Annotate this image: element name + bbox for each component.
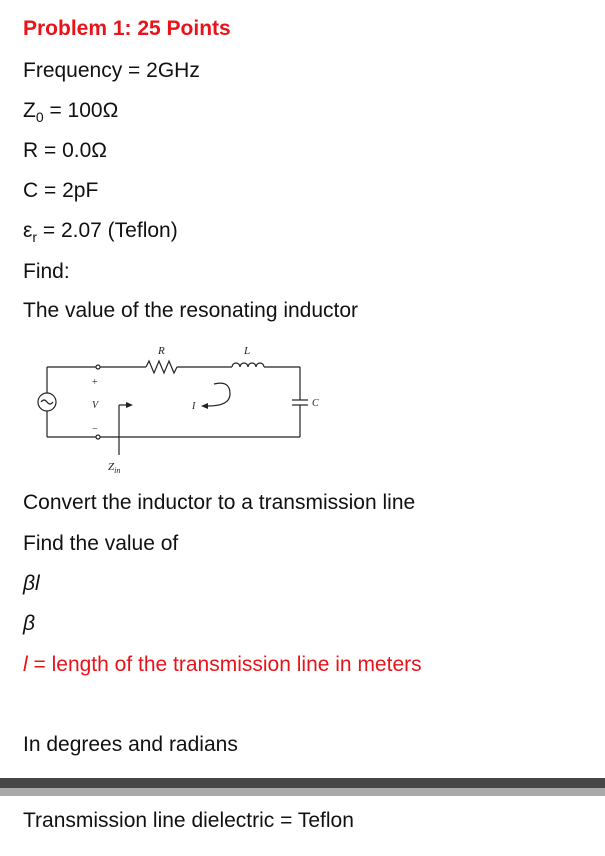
zin-arrowhead-icon xyxy=(126,402,133,408)
plus-sign: + xyxy=(92,377,98,388)
bottom-terminal xyxy=(95,434,101,440)
top-terminal xyxy=(95,364,101,370)
current-label: I xyxy=(191,401,196,412)
zin-sub: in xyxy=(114,466,120,475)
er-symbol: ε xyxy=(23,219,33,242)
dielectric-text: Transmission line dielectric = Teflon xyxy=(23,809,354,832)
c-line: C = 2pF xyxy=(23,179,99,202)
voltage-label: V xyxy=(92,400,100,411)
convert-text: Convert the inductor to a transmission l… xyxy=(23,491,416,514)
problem-title: Problem 1: 25 Points xyxy=(23,17,231,40)
section-divider-light xyxy=(0,788,605,796)
z0-symbol: Z xyxy=(23,99,36,122)
beta-text: β xyxy=(23,612,35,635)
zin-label: Zin xyxy=(108,461,120,475)
inductor-question: The value of the resonating inductor xyxy=(23,299,359,322)
length-symbol: l xyxy=(23,653,28,676)
sine-icon xyxy=(40,399,54,405)
z0-subscript: 0 xyxy=(35,109,44,126)
z0-line: Z0 = 100Ω xyxy=(23,99,118,129)
er-value: = 2.07 (Teflon) xyxy=(37,219,178,242)
inductor-symbol xyxy=(231,362,265,368)
circuit-diagram: R L + V − I C Zin xyxy=(37,345,319,475)
zin-main: Z xyxy=(108,461,115,473)
beta-l-text: βl xyxy=(23,572,40,595)
inductor-label: L xyxy=(243,345,250,357)
length-definition: l = length of the transmission line in m… xyxy=(23,653,422,677)
section-divider-dark xyxy=(0,778,605,788)
z0-value: = 100Ω xyxy=(43,99,119,122)
resistor-symbol xyxy=(145,359,178,375)
units-text: In degrees and radians xyxy=(23,733,238,756)
r-line: R = 0.0Ω xyxy=(23,139,107,162)
er-subscript: r xyxy=(32,229,38,246)
minus-sign: − xyxy=(92,424,98,435)
er-line: εr = 2.07 (Teflon) xyxy=(23,219,178,249)
current-loop-arrow xyxy=(207,382,231,407)
length-desc: = length of the transmission line in met… xyxy=(27,653,422,676)
find-label: Find: xyxy=(23,260,70,283)
frequency-line: Frequency = 2GHz xyxy=(23,59,200,82)
find-value-text: Find the value of xyxy=(23,532,179,555)
current-arrowhead-icon xyxy=(201,403,208,409)
resistor-label: R xyxy=(157,345,165,357)
capacitor-label: C xyxy=(312,398,319,409)
